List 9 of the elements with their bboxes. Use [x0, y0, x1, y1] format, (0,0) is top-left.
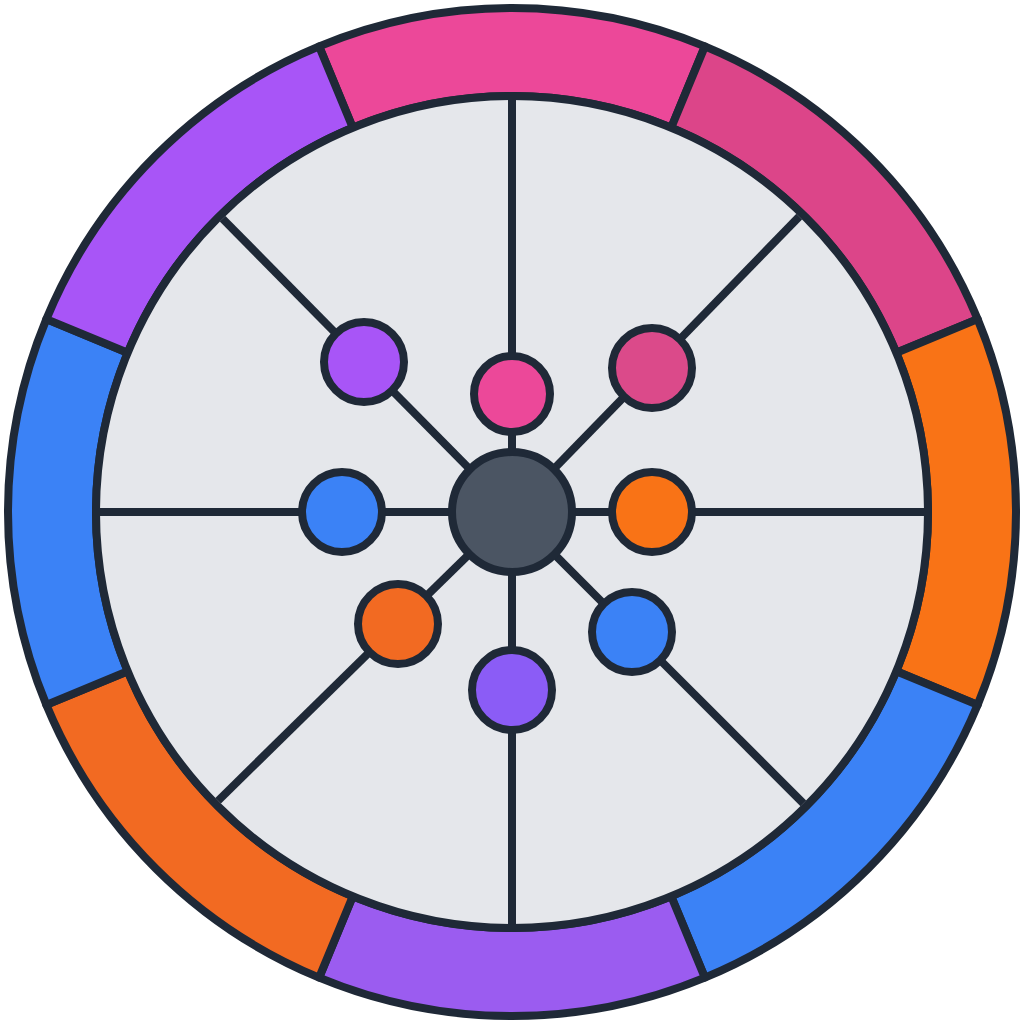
connector-line: [508, 572, 516, 650]
connector-line: [389, 387, 473, 473]
connector-line: [382, 508, 452, 516]
connector-line: [508, 432, 516, 452]
hub-circle: [448, 448, 576, 576]
connector-line: [423, 551, 472, 599]
connector-line: [550, 393, 627, 472]
connector-line: [572, 508, 612, 516]
connector-line: [551, 551, 607, 607]
